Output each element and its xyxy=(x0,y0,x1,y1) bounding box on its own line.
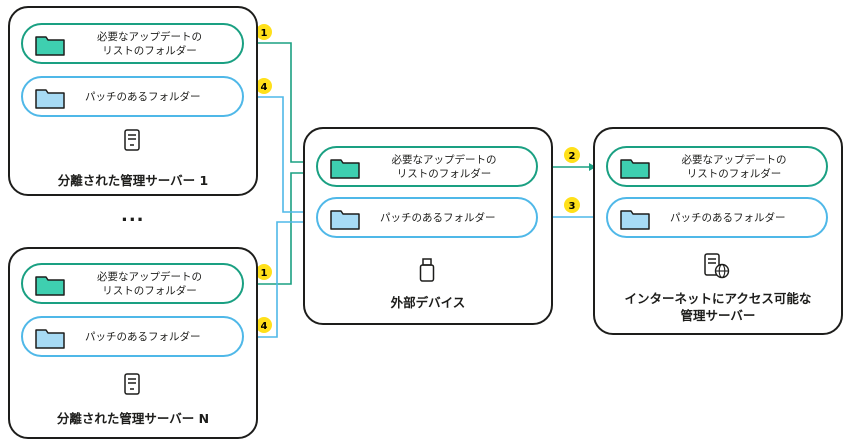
server1-updates-folder: 必要なアップデートのリストのフォルダー xyxy=(21,23,244,64)
internet-patches-folder-label: パッチのあるフォルダー xyxy=(670,211,786,224)
arrow-step1-bottom xyxy=(245,169,314,285)
step-badge-4-top: 4 xyxy=(256,78,272,94)
svg-text:2: 2 xyxy=(569,151,576,162)
svg-text:4: 4 xyxy=(261,82,268,93)
folder-icon xyxy=(35,88,65,109)
more-servers-ellipsis: ... xyxy=(121,205,145,226)
server-icon xyxy=(124,129,140,151)
device-updates-folder-label: 必要なアップデートのリストのフォルダー xyxy=(391,153,497,180)
internet-server-name: インターネットにアクセス可能な管理サーバー xyxy=(624,291,812,323)
serverN-name: 分離された管理サーバー N xyxy=(56,411,210,426)
server-icon xyxy=(124,373,140,395)
device-updates-folder: 必要なアップデートのリストのフォルダー xyxy=(316,146,538,187)
serverN-updates-folder: 必要なアップデートのリストのフォルダー xyxy=(21,263,244,304)
folder-icon xyxy=(35,328,65,349)
device-name: 外部デバイス xyxy=(390,295,466,310)
serverN-patches-folder-label: パッチのあるフォルダー xyxy=(85,330,201,343)
step-badge-3: 3 xyxy=(564,197,580,213)
server-globe-icon xyxy=(704,253,730,279)
arrow-step1-top xyxy=(245,42,314,166)
svg-text:4: 4 xyxy=(261,321,268,332)
folder-icon xyxy=(620,209,650,230)
folder-icon xyxy=(35,275,65,296)
step-badge-1-bottom: 1 xyxy=(256,264,272,280)
folder-icon xyxy=(35,35,65,56)
step-badge-4-bottom: 4 xyxy=(256,317,272,333)
server1-updates-folder-label: 必要なアップデートのリストのフォルダー xyxy=(97,30,202,57)
internet-patches-folder: パッチのあるフォルダー xyxy=(606,197,828,238)
server1-patches-folder: パッチのあるフォルダー xyxy=(21,76,244,117)
internet-updates-folder: 必要なアップデートのリストのフォルダー xyxy=(606,146,828,187)
svg-text:1: 1 xyxy=(261,28,268,39)
step-badge-1-top: 1 xyxy=(256,24,272,40)
server1-patches-folder-label: パッチのあるフォルダー xyxy=(85,90,201,103)
folder-icon xyxy=(330,158,360,179)
server1-name: 分離された管理サーバー 1 xyxy=(57,173,209,188)
device-patches-folder-label: パッチのあるフォルダー xyxy=(380,211,496,224)
serverN-updates-folder-label: 必要なアップデートのリストのフォルダー xyxy=(97,270,202,297)
device-patches-folder: パッチのあるフォルダー xyxy=(316,197,538,238)
folder-icon xyxy=(330,209,360,230)
step-badge-2: 2 xyxy=(564,147,580,163)
serverN-patches-folder: パッチのあるフォルダー xyxy=(21,316,244,357)
arrow-step4-bottom xyxy=(246,221,313,341)
svg-text:1: 1 xyxy=(261,268,268,279)
usb-drive-icon xyxy=(419,258,435,282)
internet-updates-folder-label: 必要なアップデートのリストのフォルダー xyxy=(681,153,787,180)
arrow-step4-top xyxy=(246,93,313,213)
svg-text:3: 3 xyxy=(569,201,576,212)
folder-icon xyxy=(620,158,650,179)
